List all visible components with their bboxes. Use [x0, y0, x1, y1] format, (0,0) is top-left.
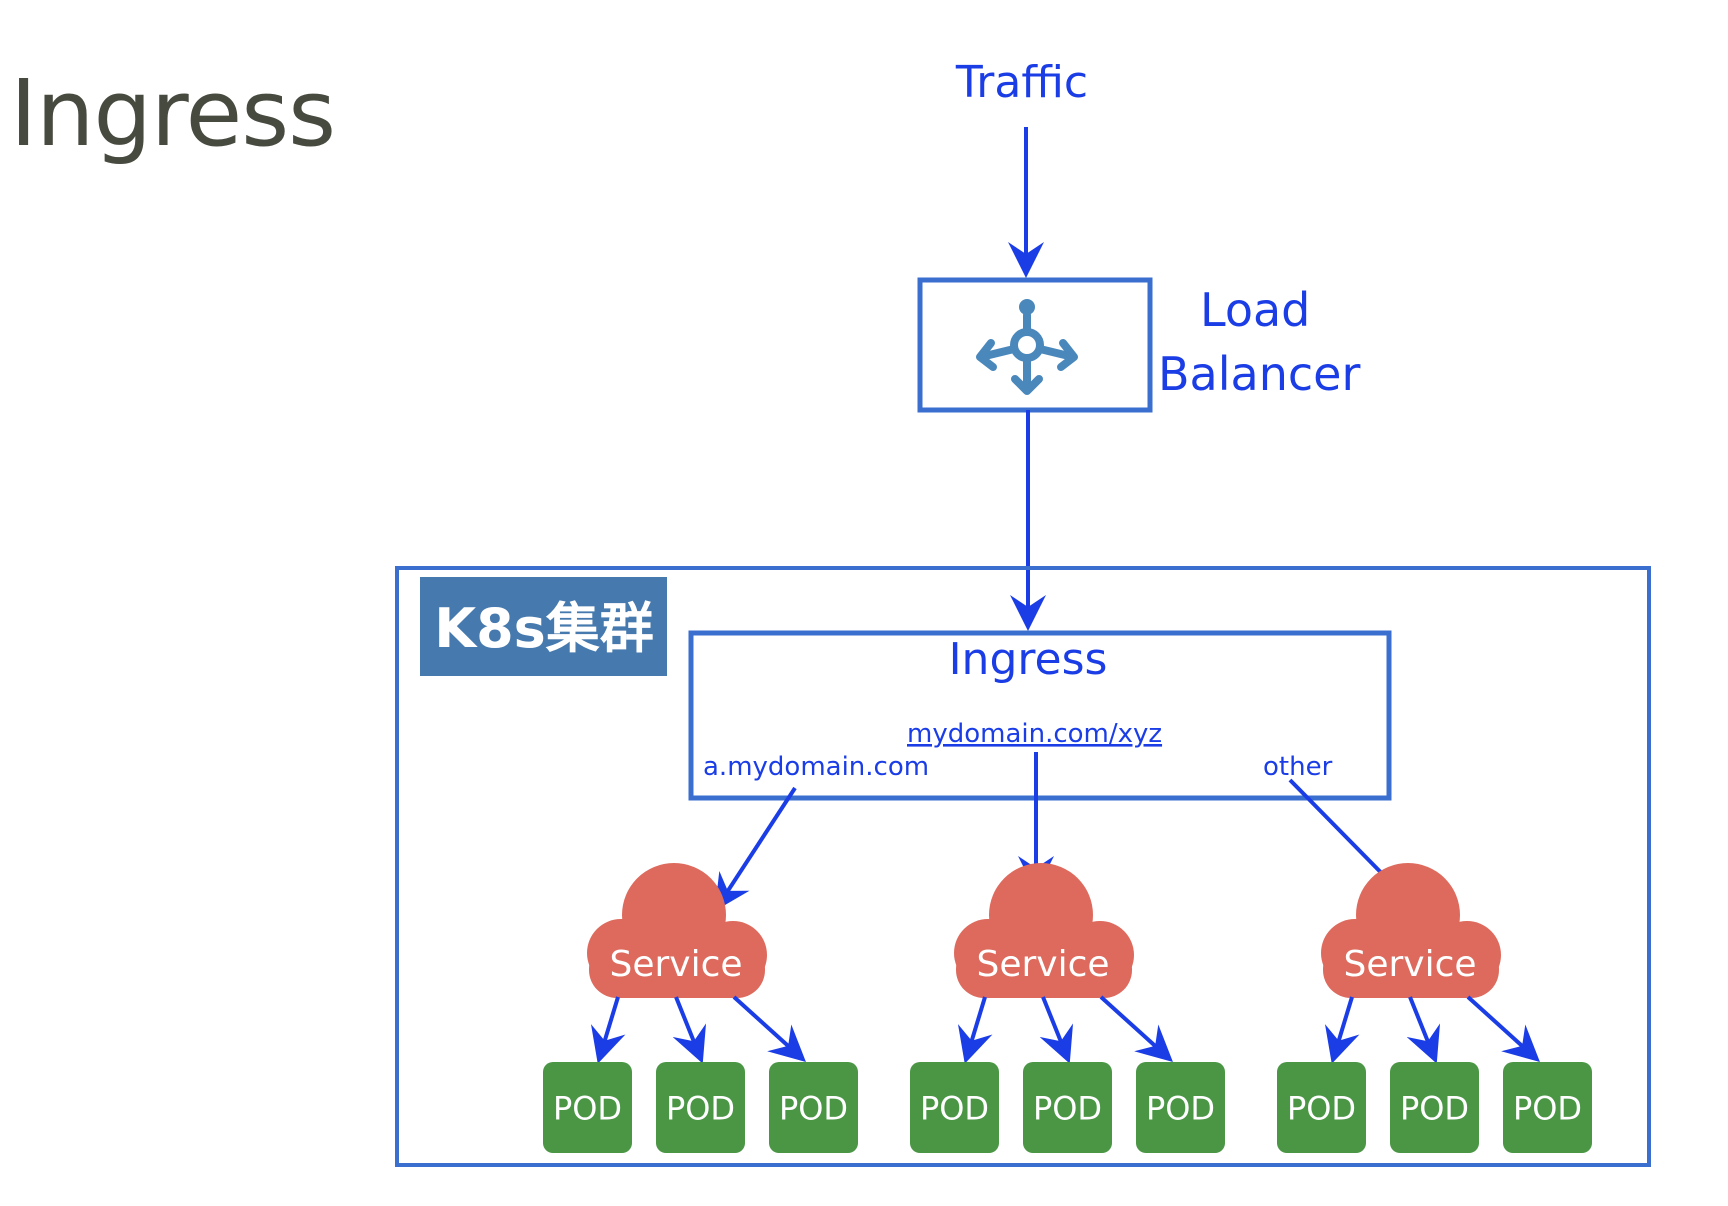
ingress-box	[688, 630, 1392, 801]
pod-label: POD	[779, 1090, 848, 1128]
arrow-ingress-to-service-1	[714, 786, 797, 912]
arrow-service-3-to-pod-2	[1406, 996, 1441, 1064]
pod-label: POD	[553, 1090, 622, 1128]
pod-box	[1503, 1062, 1592, 1153]
pod-box	[910, 1062, 999, 1153]
arrow-service-2-to-pod-1	[957, 996, 993, 1064]
load-balancer-label: Load Balancer	[1158, 283, 1360, 401]
pod-label: POD	[1287, 1090, 1356, 1128]
arrow-service-2-to-pod-2	[1039, 996, 1074, 1064]
arrow-service-3-to-pod-1	[1324, 996, 1360, 1064]
service-cloud-2	[954, 863, 1134, 998]
load-balancer-label-line2: Balancer	[1158, 347, 1360, 401]
arrow-service-1-to-pod-1	[590, 996, 626, 1064]
rule-host-a: a.mydomain.com	[703, 752, 929, 782]
arrow-service-1-to-pod-3	[732, 995, 806, 1063]
rule-host-path[interactable]: mydomain.com/xyz	[907, 719, 1162, 749]
service-label-2: Service	[976, 944, 1109, 985]
load-balancer-label-line1: Load	[1200, 283, 1310, 337]
pod-box	[769, 1062, 858, 1153]
rule-host-other: other	[1263, 752, 1333, 782]
load-balancer-box	[917, 277, 1153, 413]
pod-label: POD	[1400, 1090, 1469, 1128]
arrow-service-1-to-pod-2	[672, 996, 707, 1064]
service-cloud-1	[587, 863, 767, 998]
cluster-box	[395, 566, 1651, 1167]
traffic-label: Traffic	[955, 57, 1088, 108]
load-balancer-icon	[976, 299, 1078, 395]
pod-label: POD	[666, 1090, 735, 1128]
cluster-label-bg	[420, 577, 667, 676]
pod-box	[1390, 1062, 1479, 1153]
pod-box	[1277, 1062, 1366, 1153]
service-label-1: Service	[609, 944, 742, 985]
service-cloud-3	[1321, 863, 1501, 998]
pod-label: POD	[1513, 1090, 1582, 1128]
pod-label: POD	[1146, 1090, 1215, 1128]
pod-label: POD	[1033, 1090, 1102, 1128]
pod-box	[1023, 1062, 1112, 1153]
service-label-3: Service	[1343, 944, 1476, 985]
cluster-label: K8s集群	[434, 597, 654, 660]
arrow-service-3-to-pod-3	[1466, 995, 1540, 1063]
page-title: Ingress	[10, 60, 336, 167]
pod-box	[656, 1062, 745, 1153]
pod-box	[543, 1062, 632, 1153]
pod-box	[1136, 1062, 1225, 1153]
ingress-label: Ingress	[949, 634, 1108, 685]
arrow-service-2-to-pod-3	[1099, 995, 1173, 1063]
pod-label: POD	[920, 1090, 989, 1128]
